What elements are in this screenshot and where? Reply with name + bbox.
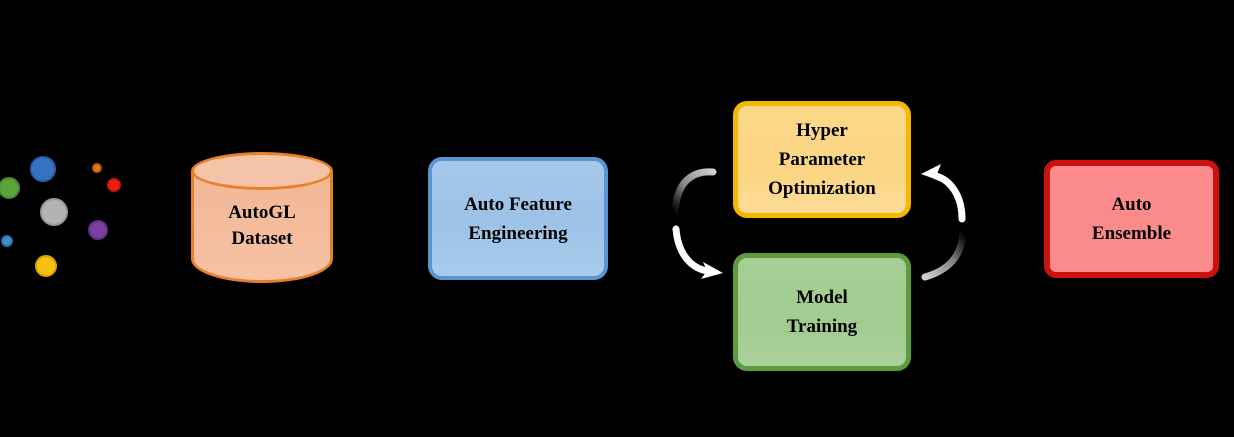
auto-ensemble-box[interactable]: Auto Ensemble xyxy=(1044,160,1219,278)
cylinder-top-ellipse xyxy=(191,152,333,190)
model-training-box[interactable]: Model Training xyxy=(733,253,911,371)
purple-dot xyxy=(88,220,108,240)
auto-feature-engineering-box[interactable]: Auto Feature Engineering xyxy=(428,157,608,280)
yellow-dot xyxy=(35,255,57,277)
auto-feature-engineering-label: Auto Feature Engineering xyxy=(464,193,572,244)
small-blue-dot xyxy=(1,235,13,247)
arc-left-bottom-white-arrowhead xyxy=(701,262,723,279)
arc-right-top-white-shaft xyxy=(932,172,966,223)
orange-small-dot xyxy=(92,163,102,173)
autogl-dataset-label: AutoGL Dataset xyxy=(228,202,296,249)
arc-right-bottom-gray xyxy=(921,228,967,281)
autogl-dataset-cylinder[interactable]: AutoGL Dataset xyxy=(191,152,333,283)
arc-left-top-gray xyxy=(671,168,717,217)
gray-dot xyxy=(40,198,68,226)
blue-large-dot xyxy=(30,156,56,182)
hyper-parameter-optimization-label: Hyper Parameter Optimization xyxy=(768,120,876,199)
green-dot xyxy=(0,177,20,199)
red-small-dot xyxy=(107,178,121,192)
arc-left-bottom-white-shaft xyxy=(672,225,711,275)
arc-right-top-white-arrowhead xyxy=(921,164,943,182)
auto-ensemble-label: Auto Ensemble xyxy=(1091,194,1172,244)
model-training-label: Model Training xyxy=(786,287,858,337)
hyper-parameter-optimization-box[interactable]: Hyper Parameter Optimization xyxy=(733,101,911,218)
